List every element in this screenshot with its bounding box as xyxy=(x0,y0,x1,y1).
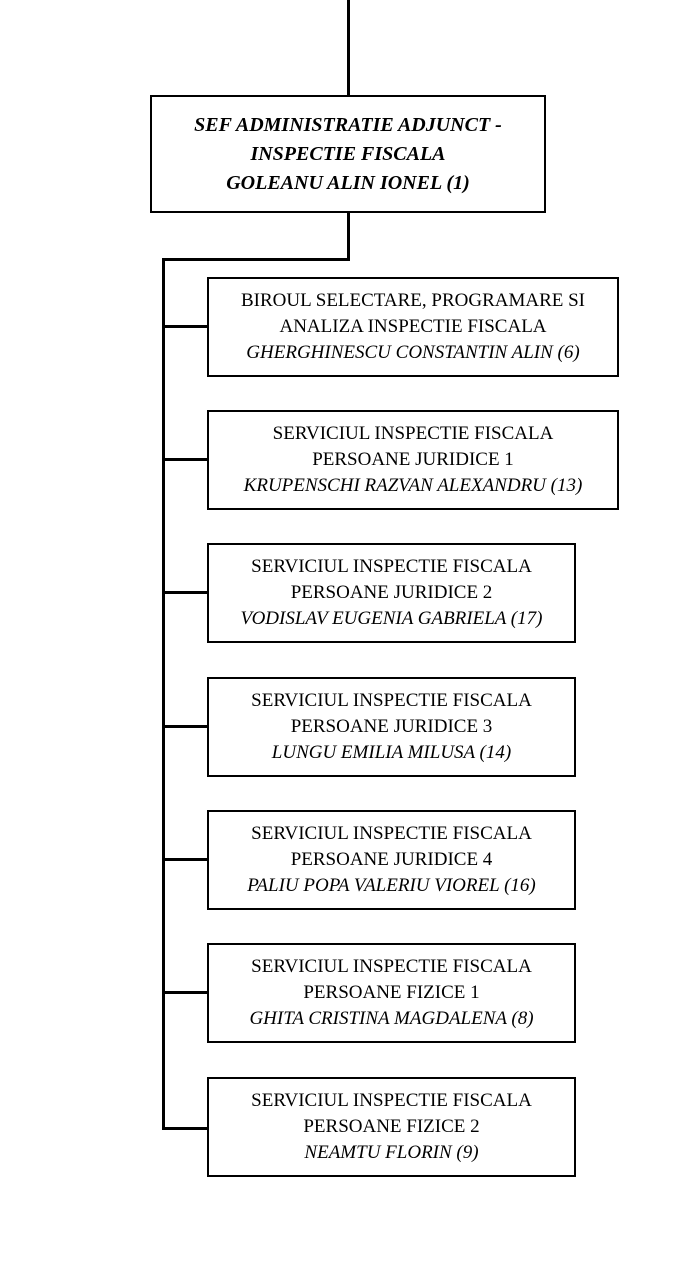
department-title-line1: SERVICIUL INSPECTIE FISCALA xyxy=(251,689,532,711)
department-title-line2: PERSOANE JURIDICE 3 xyxy=(290,715,493,737)
department-manager: PALIU POPA VALERIU VIOREL (16) xyxy=(247,875,536,897)
org-box-department: SERVICIUL INSPECTIE FISCALA PERSOANE JUR… xyxy=(207,543,576,643)
department-manager: KRUPENSCHI RAZVAN ALEXANDRU (13) xyxy=(243,475,583,497)
top-stub-line xyxy=(347,0,350,97)
department-title-line2: PERSOANE JURIDICE 4 xyxy=(290,848,493,870)
root-manager: GOLEANU ALIN IONEL (1) xyxy=(226,171,470,194)
connector-line xyxy=(162,458,208,461)
connector-line xyxy=(162,591,208,594)
department-title-line1: SERVICIUL INSPECTIE FISCALA xyxy=(251,555,532,577)
org-box-department: SERVICIUL INSPECTIE FISCALA PERSOANE JUR… xyxy=(207,410,619,510)
org-box-department: SERVICIUL INSPECTIE FISCALA PERSOANE JUR… xyxy=(207,810,576,910)
org-box-department: SERVICIUL INSPECTIE FISCALA PERSOANE JUR… xyxy=(207,677,576,777)
department-title-line2: PERSOANE JURIDICE 1 xyxy=(312,448,514,470)
root-title-line1: SEF ADMINISTRATIE ADJUNCT - xyxy=(194,113,502,136)
org-box-department: SERVICIUL INSPECTIE FISCALA PERSOANE FIZ… xyxy=(207,943,576,1043)
connector-line xyxy=(162,325,208,328)
trunk-line xyxy=(162,258,165,1130)
department-title-line2: PERSOANE JURIDICE 2 xyxy=(290,581,493,603)
department-manager: GHITA CRISTINA MAGDALENA (8) xyxy=(249,1008,534,1030)
department-title-line1: SERVICIUL INSPECTIE FISCALA xyxy=(251,822,532,844)
department-manager: NEAMTU FLORIN (9) xyxy=(304,1142,479,1164)
department-manager: GHERGHINESCU CONSTANTIN ALIN (6) xyxy=(246,342,580,364)
root-drop-line xyxy=(347,211,350,261)
connector-line xyxy=(162,858,208,861)
elbow-line xyxy=(162,258,350,261)
connector-line xyxy=(162,991,208,994)
department-title-line1: SERVICIUL INSPECTIE FISCALA xyxy=(251,1089,532,1111)
department-manager: VODISLAV EUGENIA GABRIELA (17) xyxy=(240,608,543,630)
org-box-department: SERVICIUL INSPECTIE FISCALA PERSOANE FIZ… xyxy=(207,1077,576,1177)
root-title-line2: INSPECTIE FISCALA xyxy=(250,142,446,165)
department-title-line2: ANALIZA INSPECTIE FISCALA xyxy=(279,315,547,337)
department-title-line1: SERVICIUL INSPECTIE FISCALA xyxy=(272,422,554,444)
department-title-line2: PERSOANE FIZICE 1 xyxy=(303,981,480,1003)
department-title-line2: PERSOANE FIZICE 2 xyxy=(303,1115,480,1137)
connector-line xyxy=(162,725,208,728)
department-title-line1: BIROUL SELECTARE, PROGRAMARE SI xyxy=(240,289,586,311)
department-manager: LUNGU EMILIA MILUSA (14) xyxy=(271,742,512,764)
connector-line xyxy=(162,1127,208,1130)
org-box-department: BIROUL SELECTARE, PROGRAMARE SI ANALIZA … xyxy=(207,277,619,377)
org-box-root: SEF ADMINISTRATIE ADJUNCT - INSPECTIE FI… xyxy=(150,95,546,213)
department-title-line1: SERVICIUL INSPECTIE FISCALA xyxy=(251,955,532,977)
